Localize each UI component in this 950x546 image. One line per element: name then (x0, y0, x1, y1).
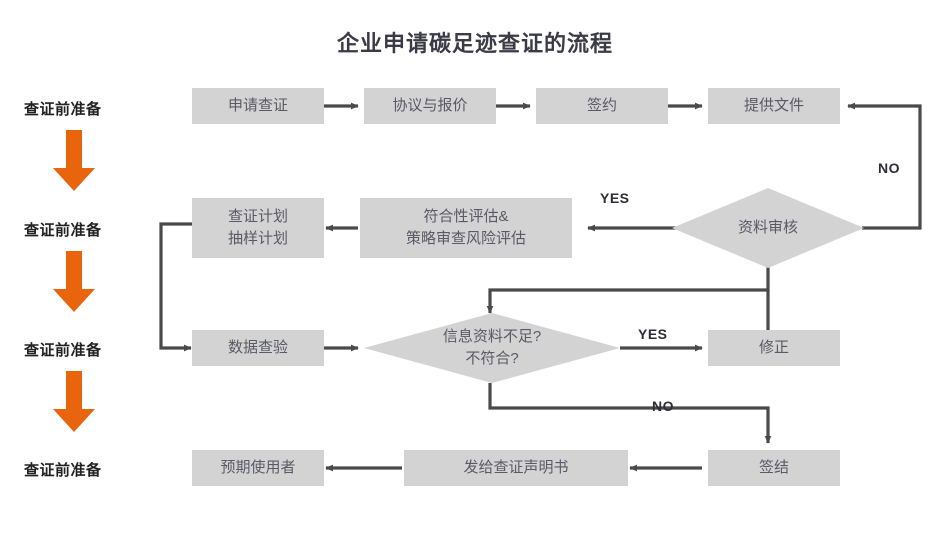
node-contract-label: 签约 (586, 97, 617, 115)
node-plan-label-line2: 抽样计划 (227, 230, 288, 247)
node-close-label: 签结 (758, 459, 789, 477)
branch-label-insufficient-no: NO (652, 398, 674, 414)
branch-label-insufficient-yes: YES (638, 326, 668, 342)
node-user[interactable]: 预期使用者 (192, 450, 324, 486)
decision-doc-review[interactable]: 资料审核 (672, 188, 864, 268)
node-assessment[interactable]: 符合性评估& 策略审查风险评估 (360, 198, 572, 258)
node-statement-label: 发给查证声明书 (463, 459, 569, 477)
orange-down-arrow-2 (52, 251, 96, 313)
node-revise-label: 修正 (758, 339, 789, 357)
stage-label-2: 查证前准备 (24, 222, 102, 239)
node-documents-label: 提供文件 (743, 97, 804, 115)
orange-down-arrow-3 (52, 371, 96, 433)
node-plan[interactable]: 查证计划 抽样计划 (192, 198, 324, 258)
node-apply[interactable]: 申请查证 (192, 88, 324, 124)
page-title: 企业申请碳足迹查证的流程 (336, 31, 613, 56)
node-data-check[interactable]: 数据查验 (192, 330, 324, 366)
node-revise[interactable]: 修正 (708, 330, 840, 366)
node-close[interactable]: 签结 (708, 450, 840, 486)
node-assessment-label-line2: 策略审查风险评估 (405, 230, 526, 247)
node-agreement-label: 协议与报价 (392, 97, 468, 115)
node-assessment-label-line1: 符合性评估& (423, 208, 509, 226)
node-plan-label-line1: 查证计划 (227, 208, 288, 226)
node-agreement[interactable]: 协议与报价 (364, 88, 496, 124)
edge-insufficient-no-to-close (488, 383, 772, 444)
node-user-label: 预期使用者 (220, 459, 296, 477)
node-statement[interactable]: 发给查证声明书 (404, 450, 628, 486)
node-documents[interactable]: 提供文件 (708, 88, 840, 124)
branch-label-review-yes: YES (600, 190, 630, 206)
branch-label-review-no: NO (878, 160, 900, 176)
stage-label-3: 查证前准备 (24, 342, 102, 359)
stage-label-1: 查证前准备 (24, 101, 102, 118)
node-contract[interactable]: 签约 (536, 88, 668, 124)
decision-insufficient[interactable]: 信息资料不足? 不符合? (364, 313, 620, 383)
edge-plan-to-datacheck (159, 222, 192, 352)
node-data-check-label: 数据查验 (227, 339, 288, 357)
stage-label-4: 查证前准备 (24, 462, 102, 479)
orange-down-arrow-1 (52, 130, 96, 192)
node-apply-label: 申请查证 (227, 97, 288, 115)
